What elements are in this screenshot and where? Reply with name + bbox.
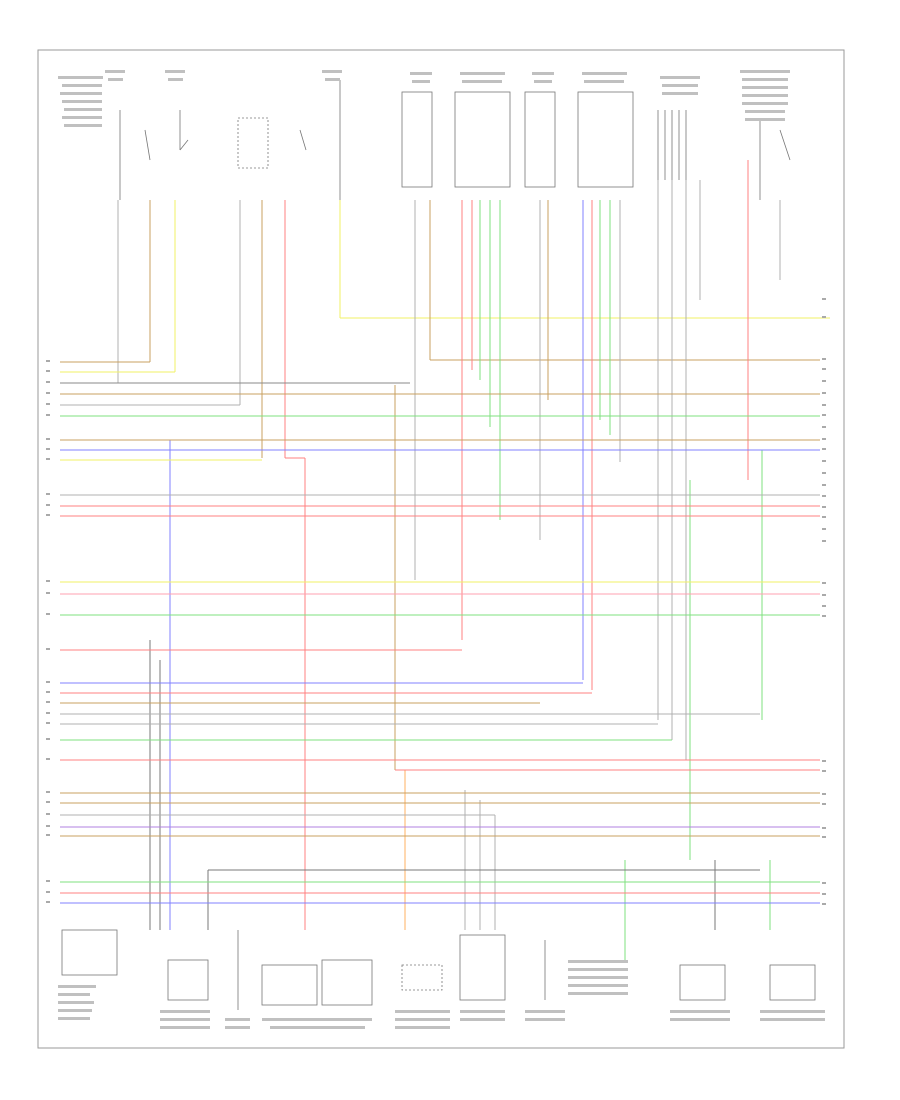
left-connector-pins xyxy=(46,360,50,903)
module-c xyxy=(524,91,556,188)
module-b xyxy=(454,91,511,188)
sensor-bottom-1 xyxy=(61,929,118,976)
vertical-wires xyxy=(117,160,830,960)
sensor-bottom-7 xyxy=(769,964,816,1001)
right-connector-pins xyxy=(822,298,826,905)
horizontal-wires xyxy=(60,361,820,904)
sensor-bottom-3 xyxy=(401,964,443,991)
sensor-bottom-4 xyxy=(459,934,506,1001)
fuel-sender xyxy=(321,959,373,1006)
bottom-labels xyxy=(58,960,825,1029)
bottom-components xyxy=(61,929,816,1010)
module-d xyxy=(577,91,634,188)
sensor-bottom-2 xyxy=(167,959,209,1001)
diagram-frame xyxy=(37,49,845,1049)
fuel-pump xyxy=(261,964,318,1006)
top-labels xyxy=(58,70,790,127)
sensor-bottom-6 xyxy=(679,964,726,1001)
module-a xyxy=(401,91,433,188)
top-components xyxy=(119,80,791,200)
